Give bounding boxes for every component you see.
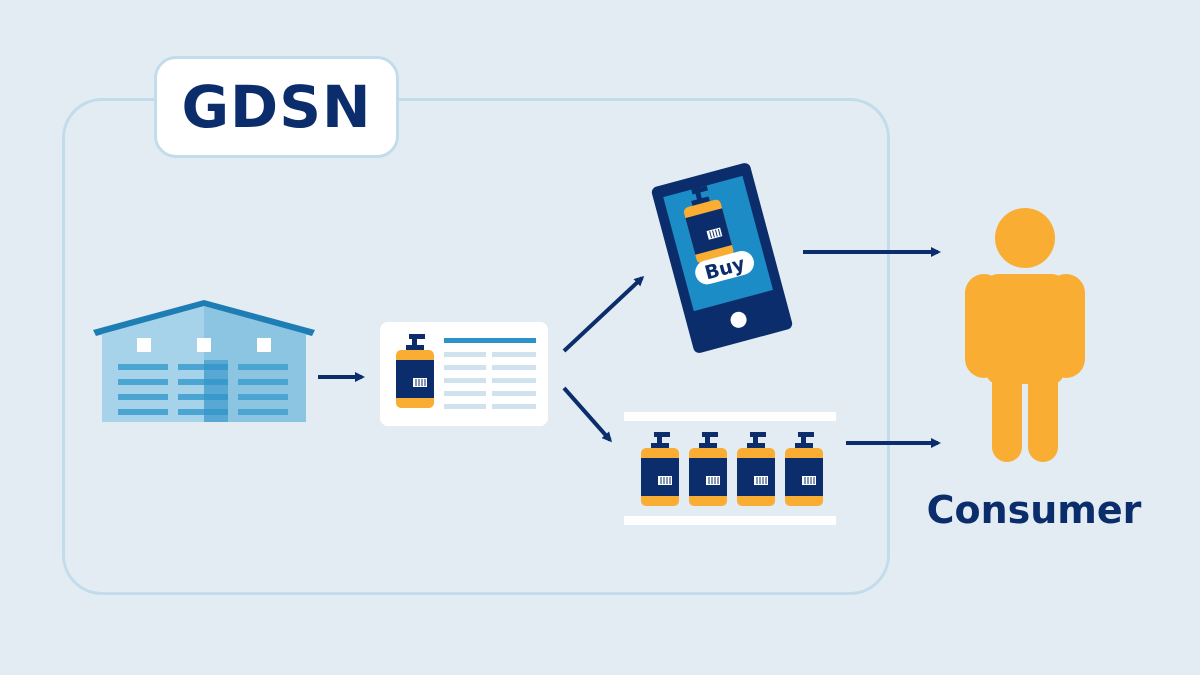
store-shelf-icon: [624, 412, 836, 525]
buy-button: [695, 251, 754, 285]
arrow-card-to-phone: [562, 275, 645, 353]
product-data-card-icon: [380, 322, 548, 426]
warehouse-icon: [93, 300, 315, 422]
smartphone-icon: Buy: [651, 163, 793, 353]
gdsn-label: GDSN: [181, 73, 372, 141]
arrow-card-to-shelf: [562, 386, 612, 443]
gdsn-network-frame: [62, 98, 890, 595]
consumer-person-icon: [965, 208, 1085, 462]
consumer-label: Consumer: [926, 488, 1142, 532]
gdsn-label-badge: GDSN: [154, 56, 399, 158]
